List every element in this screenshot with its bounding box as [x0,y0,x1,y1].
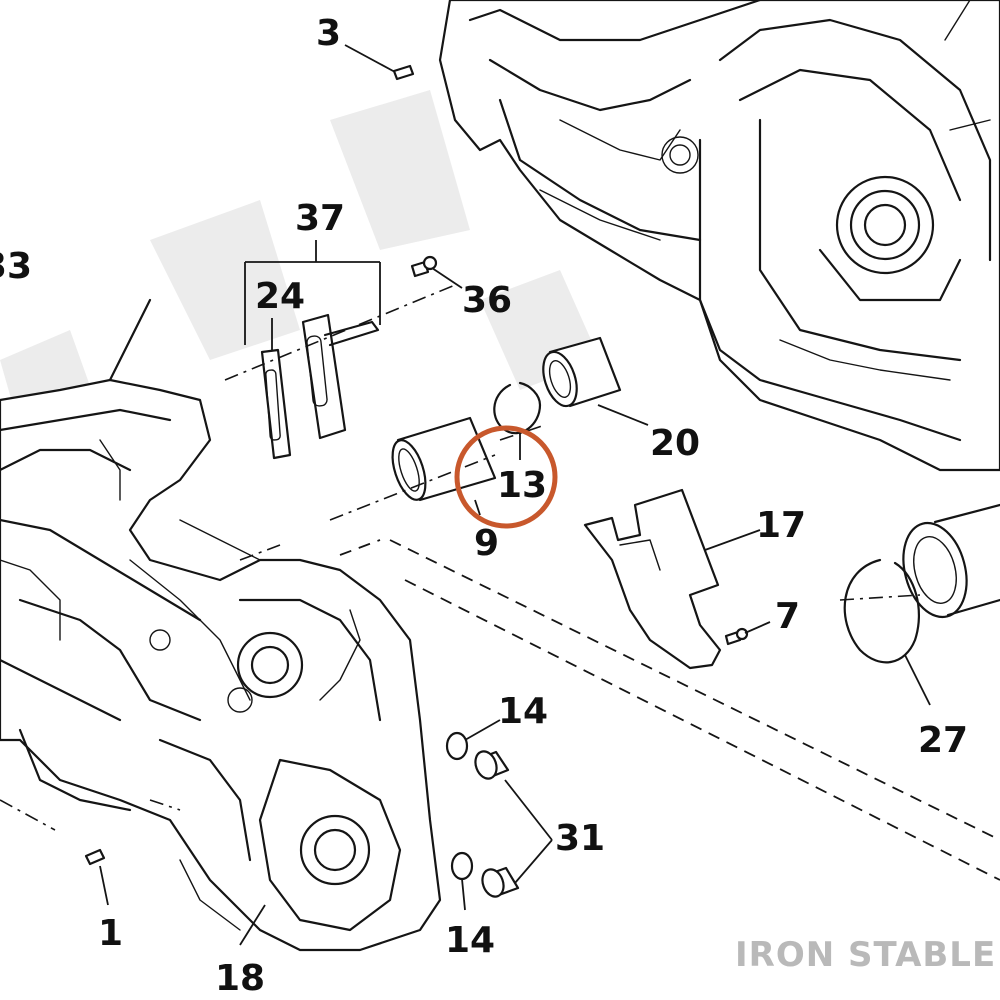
right-crankcase-half [438,0,1000,472]
plate-24 [260,348,292,460]
plug-31b [481,866,520,898]
dowel-1 [84,848,106,866]
retaining-ring-13 [493,381,542,435]
callout-13: 13 [497,465,547,506]
callout-31: 31 [555,818,605,859]
dowel-3 [392,64,415,81]
callout-37: 37 [295,198,345,239]
callout-18: 18 [215,958,265,999]
leader-lines [99,44,931,946]
callout-17: 17 [756,505,806,546]
screw-36 [410,255,438,278]
cover-plate [583,488,722,670]
callout-14-upper: 14 [498,691,548,732]
callout-1: 1 [98,913,123,954]
screw-7 [724,627,749,646]
callout-27: 27 [918,720,968,761]
alignment-lines [0,284,1000,881]
oring-14a [445,731,469,761]
brand-logo: IRON STABLE [735,935,996,975]
bearing-20 [542,336,622,408]
callout-24: 24 [255,276,305,317]
callout-9: 9 [474,523,499,564]
callout-36: 36 [462,280,512,321]
callout-3: 3 [316,13,341,54]
highlight-circle [454,425,558,529]
callout-20: 20 [650,423,700,464]
callout-7: 7 [775,596,800,637]
callout-14-lower: 14 [445,920,495,961]
retaining-ring-27 [843,558,920,664]
bracket-37 [301,313,380,440]
oring-14b [450,851,474,881]
left-crankcase-half [0,298,442,952]
plug-31a [474,750,510,780]
callouts: 3 33 37 24 36 20 13 9 17 7 14 31 14 27 1… [0,13,968,999]
bearing-right [902,503,1000,619]
callout-33: 33 [0,246,32,287]
